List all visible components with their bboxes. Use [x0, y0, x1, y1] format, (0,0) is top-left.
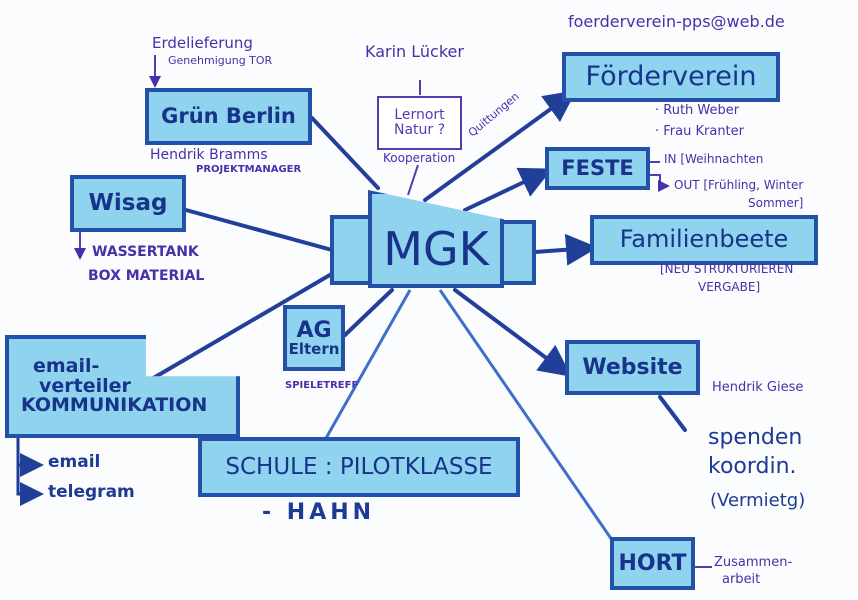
foerderverein-member-1: · Ruth Weber — [655, 103, 740, 118]
hort-node[interactable]: HORT — [610, 537, 695, 590]
familienbeete-node[interactable]: Familienbeete — [590, 215, 818, 265]
gruen-berlin-node[interactable]: Grün Berlin — [145, 88, 312, 145]
familienbeete-note-1: [NEU STRUKTURIEREN — [660, 262, 794, 276]
feste-in: IN [Weihnachten — [664, 152, 764, 166]
hahn-note: - HAHN — [262, 500, 376, 525]
karin-luecker-note: Karin Lücker — [365, 42, 464, 61]
website-task-1: spenden — [708, 425, 803, 450]
foerderverein-member-2: · Frau Kranter — [655, 124, 744, 139]
familienbeete-label: Familienbeete — [619, 225, 789, 254]
feste-out: OUT [Frühling, Winter — [674, 178, 804, 192]
website-task-3: (Vermietg) — [710, 490, 806, 511]
spieletreff-note: SPIELETREFF — [285, 380, 359, 391]
gruen-berlin-note-1: Erdelieferung — [152, 34, 253, 52]
feste-label: FESTE — [561, 156, 634, 181]
hort-note-1: Zusammen- — [714, 555, 793, 570]
website-label: Website — [582, 354, 683, 380]
lernort-label-2: Natur ? — [393, 122, 446, 138]
foerderverein-node[interactable]: Förderverein — [562, 52, 780, 102]
feste-out-2: Sommer] — [748, 196, 804, 210]
wisag-node[interactable]: Wisag — [70, 175, 186, 232]
ag-eltern-node[interactable]: AG Eltern — [283, 305, 345, 371]
wisag-item-1: WASSERTANK — [92, 244, 199, 260]
channel-email: email — [48, 452, 101, 472]
schule-node[interactable]: SCHULE : PILOTKLASSE — [198, 437, 520, 497]
hort-label: HORT — [618, 550, 687, 576]
ag-eltern-label-1: AG — [296, 317, 332, 343]
schule-label: SCHULE : PILOTKLASSE — [225, 453, 493, 480]
lernort-node[interactable]: Lernort Natur ? — [377, 96, 462, 150]
foerderverein-label: Förderverein — [585, 60, 757, 92]
email-verteiler-label-1: email- — [33, 354, 100, 377]
kooperation-note: Kooperation — [383, 151, 456, 165]
gruen-berlin-note-2: Genehmigung TOR — [168, 54, 273, 67]
website-person: Hendrik Giese — [712, 380, 804, 395]
foerderverein-email[interactable]: foerderverein-pps@web.de — [568, 12, 785, 31]
lernort-label-1: Lernort — [394, 107, 445, 124]
wisag-item-2: BOX MATERIAL — [88, 268, 205, 284]
hort-note-2: arbeit — [722, 572, 761, 587]
familienbeete-note-2: VERGABE] — [698, 280, 761, 294]
gruen-berlin-role: PROJEKTMANAGER — [196, 164, 302, 175]
channel-telegram: telegram — [48, 482, 135, 502]
ag-eltern-label-2: Eltern — [288, 339, 340, 358]
feste-node[interactable]: FESTE — [545, 147, 650, 190]
gruen-berlin-label: Grün Berlin — [161, 104, 296, 129]
email-verteiler-label-2: verteiler — [39, 374, 131, 397]
wisag-label: Wisag — [88, 190, 168, 217]
website-node[interactable]: Website — [565, 340, 700, 395]
mgk-left-wing — [330, 215, 374, 285]
mgk-right-wing — [500, 220, 536, 285]
email-verteiler-label-3: KOMMUNIKATION — [21, 394, 208, 417]
mgk-label: MGK — [383, 221, 489, 276]
gruen-berlin-contact: Hendrik Bramms — [150, 147, 268, 163]
website-task-2: koordin. — [708, 454, 797, 479]
